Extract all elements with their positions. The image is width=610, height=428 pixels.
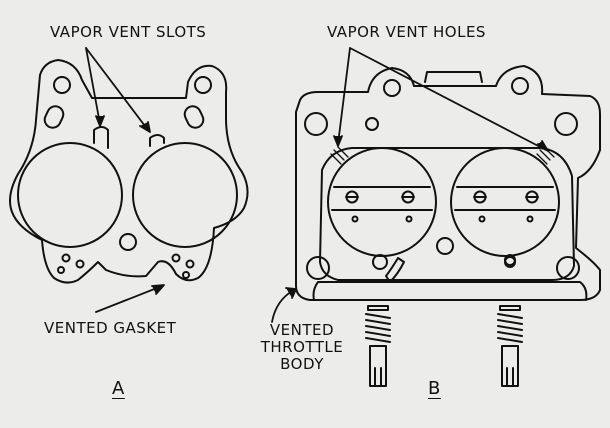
throttle-body-inner-ledge [312, 281, 588, 301]
gasket-vent-slot-right [149, 134, 165, 147]
gasket-bore-right [132, 142, 238, 248]
arrow-holes-left [337, 47, 351, 145]
throttle-plate-port [405, 215, 413, 223]
gasket-slot-hole [43, 105, 65, 129]
idle-screw-boss [504, 256, 516, 268]
gasket-slot-hole [183, 105, 205, 129]
gasket-small-hole [185, 259, 195, 269]
throttle-body-inner-frame [319, 147, 575, 281]
gasket-bolt-hole [53, 76, 71, 94]
arrow-gasket [95, 285, 163, 313]
label-line: BODY [280, 355, 324, 373]
label-vapor-vent-slots: VAPOR VENT SLOTS [50, 23, 207, 41]
gasket-center-hole [119, 233, 137, 251]
arrow-slots-left [85, 47, 101, 125]
idle-screw-slot [385, 257, 405, 283]
idle-screw-boss [372, 254, 388, 270]
gasket-vent-slot-left [93, 126, 109, 149]
panel-label-b: B [428, 378, 441, 399]
throttle-body-mount-hole [365, 117, 379, 131]
throttle-body-top-tab [424, 71, 483, 83]
gasket-small-hole [57, 266, 65, 274]
leader-lines [85, 47, 549, 323]
label-vented-throttle-body: VENTED THROTTLE BODY [248, 322, 356, 373]
gasket-outline [9, 59, 249, 284]
gasket-small-hole [182, 271, 190, 279]
throttle-bore-right [450, 147, 560, 257]
throttle-body-mount-hole [383, 79, 401, 97]
gasket-small-hole [61, 253, 71, 263]
throttle-body-mount-hole [306, 256, 330, 280]
vapor-vent-hole-left [330, 146, 349, 165]
gasket-bore-left [17, 142, 123, 248]
gasket-bolt-hole [194, 76, 212, 94]
label-vented-gasket: VENTED GASKET [44, 319, 177, 337]
throttle-body-outline [295, 65, 601, 301]
gasket-small-hole [171, 253, 181, 263]
gasket-small-hole [75, 259, 85, 269]
arrow-holes-right [349, 47, 547, 151]
throttle-body-center-hole [436, 237, 454, 255]
gasket-drawing [9, 59, 249, 284]
label-line: VENTED [269, 321, 335, 339]
arrow-slots-right [85, 47, 149, 131]
throttle-body-mount-hole [556, 256, 580, 280]
mixture-screw-right [497, 305, 523, 387]
throttle-body-drawing [295, 65, 601, 387]
throttle-plate-port [478, 215, 486, 223]
label-vapor-vent-holes: VAPOR VENT HOLES [327, 23, 486, 41]
throttle-bore-left [327, 147, 437, 257]
throttle-plate-port [526, 215, 534, 223]
panel-label-a: A [112, 378, 125, 399]
mixture-screw-left [365, 305, 391, 387]
throttle-body-mount-hole [304, 112, 328, 136]
label-line: THROTTLE [260, 338, 344, 356]
throttle-body-mount-hole [511, 77, 529, 95]
throttle-body-mount-hole [554, 112, 578, 136]
throttle-plate-port [351, 215, 359, 223]
